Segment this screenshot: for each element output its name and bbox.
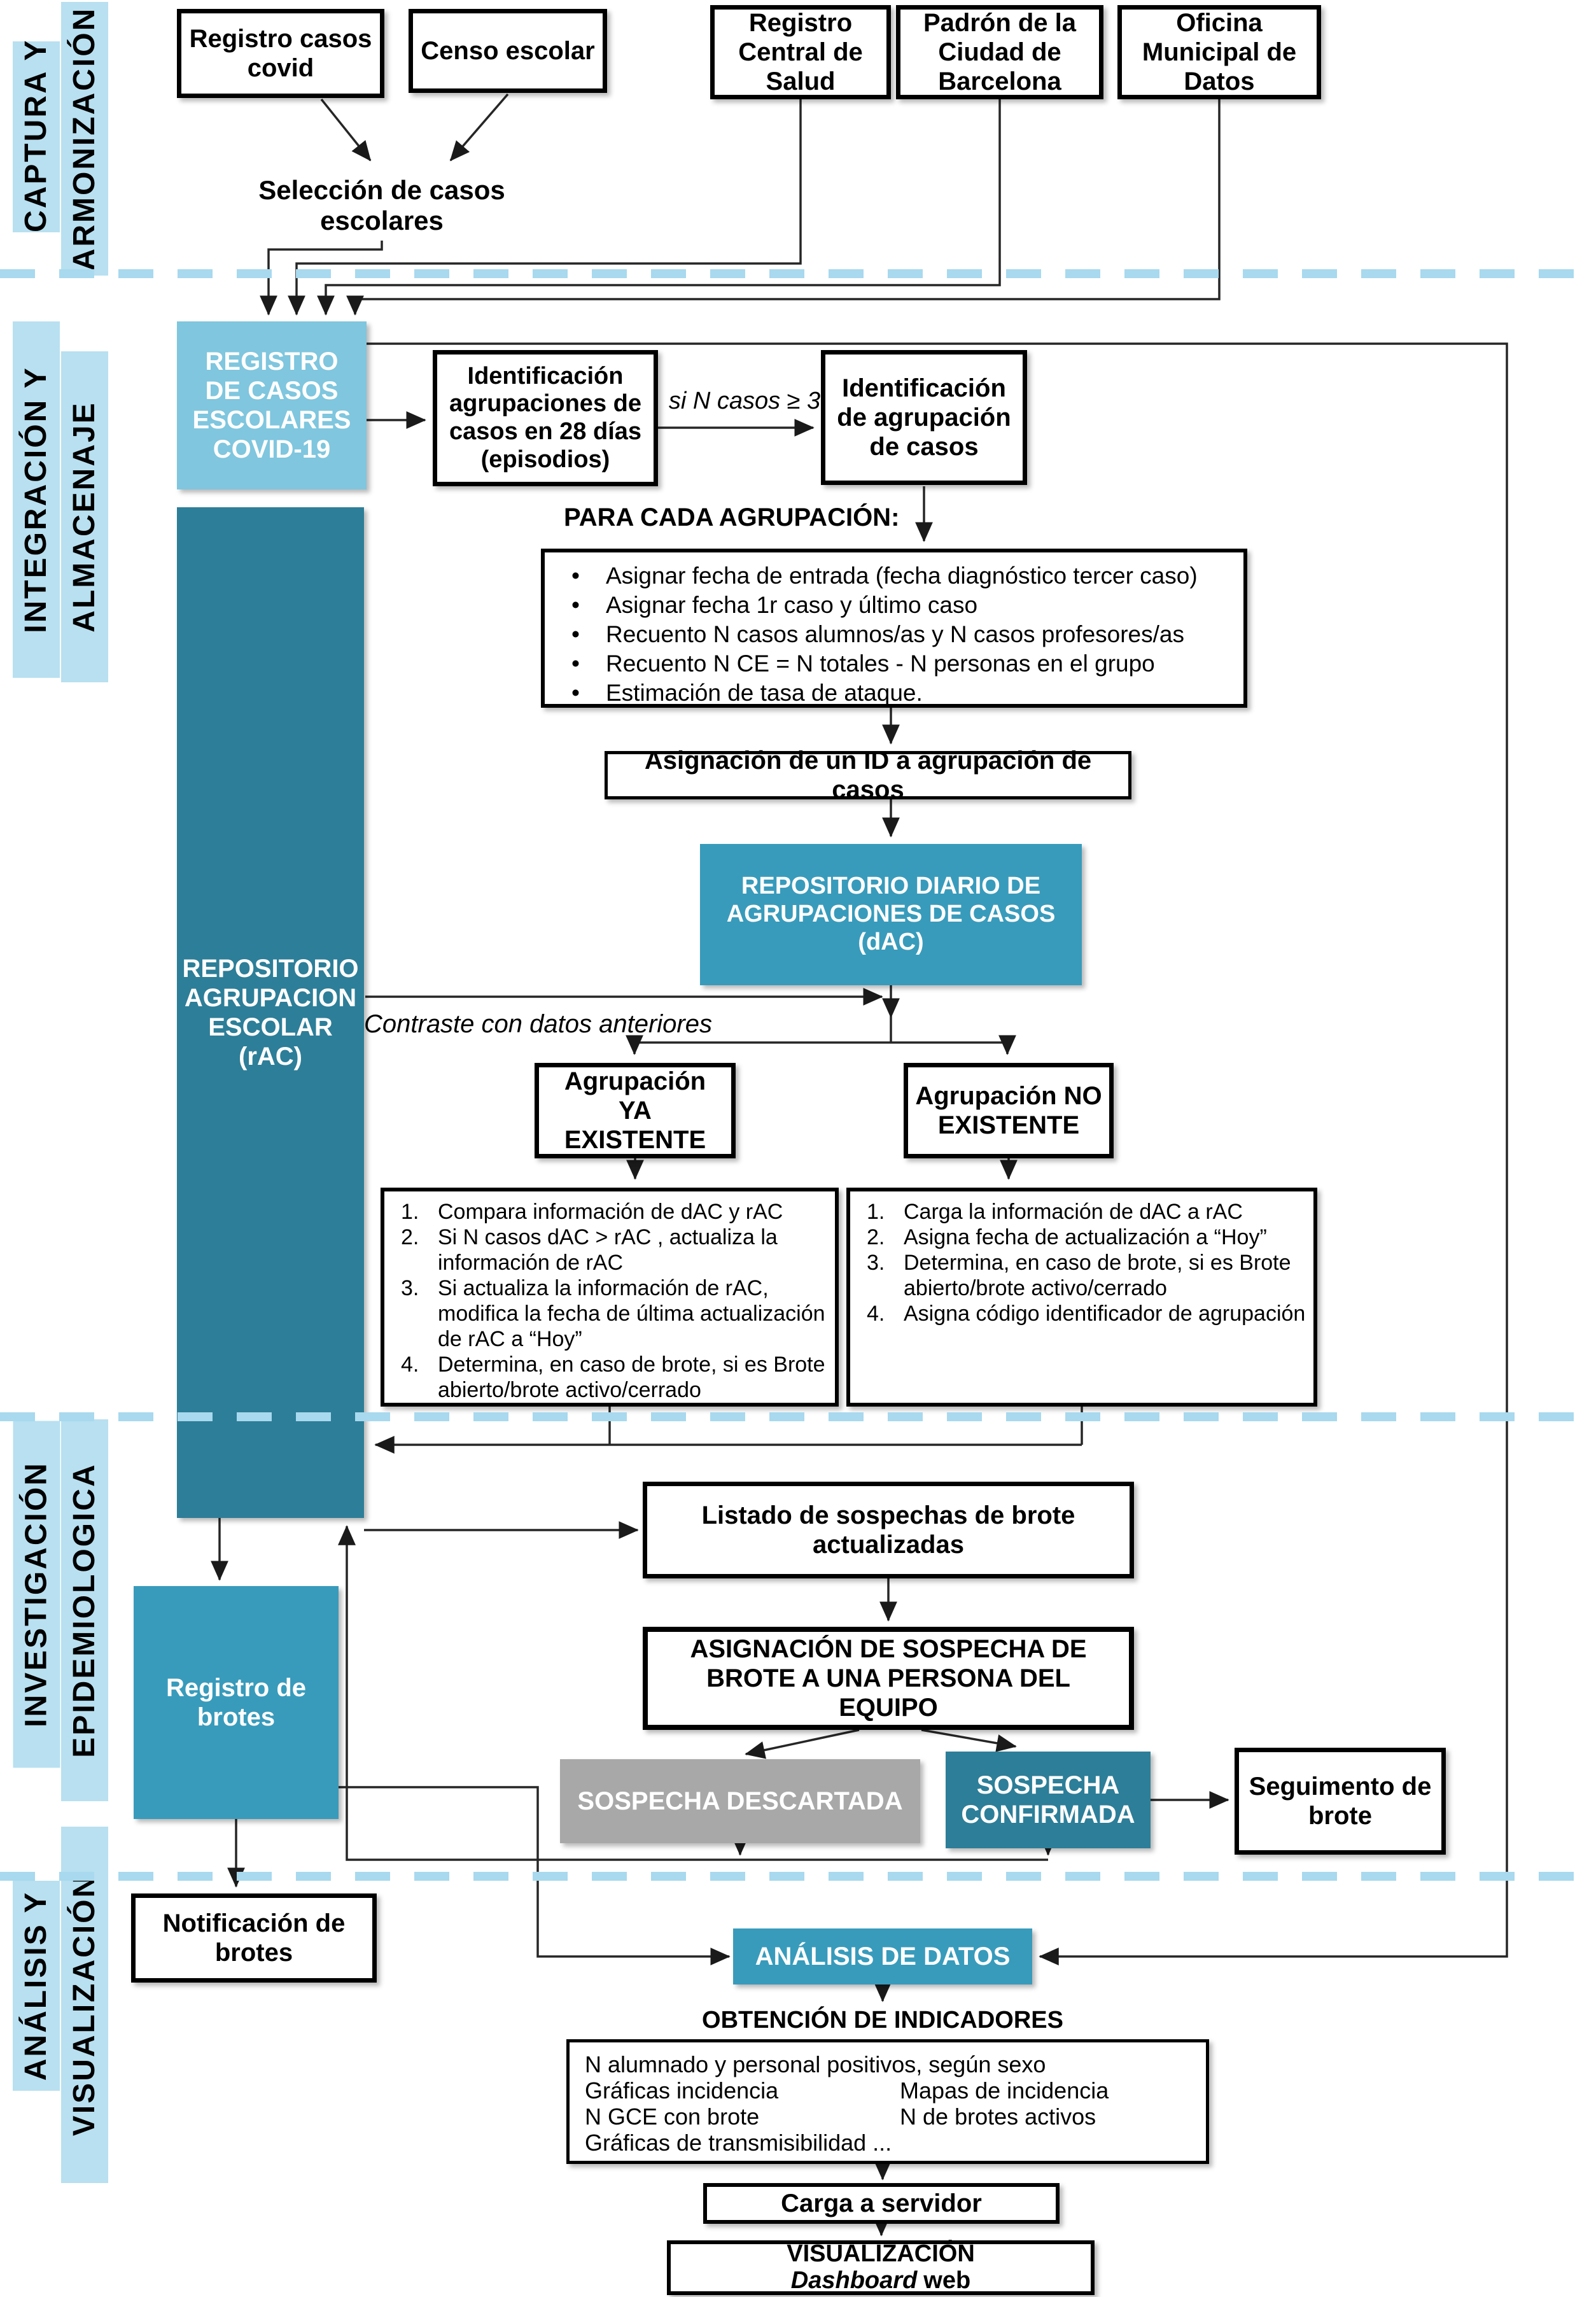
section-label-integracion-line1: INTEGRACIÓN Y — [13, 321, 60, 678]
label-condition-n-casos: si N casos ≥ 3 — [668, 388, 821, 415]
box-registro-casos-escolares: REGISTRO DE CASOS ESCOLARES COVID-19 — [177, 321, 367, 489]
box-agrupacion-tasks: Asignar fecha de entrada (fecha diagnóst… — [541, 549, 1247, 708]
box-registro-brotes: Registro de brotes — [134, 1586, 339, 1819]
indicator-text: Gráficas de transmisibilidad ... — [585, 2130, 892, 2156]
indicator-text: N GCE con brote — [585, 2104, 760, 2130]
connector — [921, 1729, 1017, 1752]
box-agrupacion-ya-existente: Agrupación YA EXISTENTE — [535, 1063, 736, 1158]
box-sospecha-descartada: SOSPECHA DESCARTADA — [560, 1759, 920, 1843]
source-box-registro-central-salud: Registro Central de Salud — [710, 5, 891, 99]
step-item: Determina, en caso de brote, si es Brote… — [867, 1250, 1291, 1300]
visualizacion-title: VISUALIZACIÓN — [787, 2240, 975, 2268]
agrupacion-task-list: Asignar fecha de entrada (fecha diagnóst… — [545, 552, 1243, 717]
box-listado-sospechas: Listado de sospechas de brote actualizad… — [643, 1482, 1134, 1578]
section-label-integracion-line2: ALMACENAJE — [61, 351, 108, 682]
indicator-row: N alumnado y personal positivos, según s… — [585, 2051, 1191, 2077]
step-item: Asigna código identificador de agrupació… — [867, 1301, 1306, 1326]
task-item: Asignar fecha de entrada (fecha diagnóst… — [545, 561, 1233, 591]
indicator-text: Mapas de incidencia — [900, 2077, 1109, 2104]
box-agrupacion-no-existente: Agrupación NO EXISTENTE — [904, 1063, 1114, 1158]
step-item: Carga la información de dAC a rAC — [867, 1199, 1243, 1225]
source-box-registro-casos-covid: Registro casos covid — [177, 9, 384, 98]
label-para-cada-agrupacion: PARA CADA AGRUPACIÓN: — [564, 503, 900, 531]
section-label-investigacion-line1: INVESTIGACIÓN — [13, 1421, 60, 1768]
box-asignacion-id: Asignación de un ID a agrupación de caso… — [605, 747, 1131, 804]
label-contraste-datos-anteriores: Contraste con datos anteriores — [364, 1010, 712, 1038]
task-item: Recuento N CE = N totales - N personas e… — [545, 649, 1233, 678]
label-obtencion-indicadores: OBTENCIÓN DE INDICADORES — [702, 2007, 1063, 2034]
task-item: Asignar fecha 1r caso y último caso — [545, 591, 1233, 620]
connector — [320, 98, 372, 162]
step-item: Compara información de dAC y rAC — [401, 1199, 783, 1225]
connector — [449, 93, 509, 162]
web-word: web — [923, 2267, 971, 2294]
indicator-text: Gráficas incidencia — [585, 2077, 779, 2104]
box-carga-servidor: Carga a servidor — [703, 2183, 1060, 2224]
box-analisis-datos: ANÁLISIS DE DATOS — [733, 1928, 1032, 1984]
connector — [745, 1729, 860, 1759]
box-sospecha-confirmada: SOSPECHA CONFIRMADA — [946, 1752, 1151, 1848]
connector — [260, 241, 383, 316]
box-indicadores: N alumnado y personal positivos, según s… — [566, 2039, 1209, 2164]
step-item: Asigna fecha de actualización a “Hoy” — [867, 1225, 1267, 1250]
step-item: Si actualiza la información de rAC, modi… — [401, 1275, 825, 1351]
source-box-padron-barcelona: Padrón de la Ciudad de Barcelona — [896, 5, 1103, 99]
indicator-text: N de brotes activos — [900, 2104, 1096, 2130]
indicator-row: Gráficas incidencia Mapas de incidencia — [585, 2077, 1191, 2104]
indicator-text: N alumnado y personal positivos, según s… — [585, 2051, 1046, 2077]
indicator-row: N GCE con brote N de brotes activos — [585, 2104, 1191, 2130]
task-item: Recuento N casos alumnos/as y N casos pr… — [545, 620, 1233, 649]
box-seguimiento-brote: Seguimento de brote — [1235, 1748, 1446, 1855]
indicator-row: Gráficas de transmisibilidad ... — [585, 2130, 1191, 2156]
step-item: Determina, en caso de brote, si es Brote… — [401, 1352, 825, 1402]
task-item: Estimación de tasa de ataque. — [545, 678, 1233, 708]
box-asignacion-sospecha: ASIGNACIÓN DE SOSPECHA DE BROTE A UNA PE… — [643, 1627, 1134, 1730]
box-identificacion-agrupaciones-28dias: Identificación agrupaciones de casos en … — [433, 350, 658, 486]
step-item: Si N casos dAC > rAC , actualiza la info… — [401, 1225, 778, 1275]
box-repositorio-diario-dac: REPOSITORIO DIARIO DE AGRUPACIONES DE CA… — [700, 844, 1082, 985]
box-repositorio-agrupacion-rac: REPOSITORIO AGRUPACION ESCOLAR (rAC) — [177, 507, 364, 1518]
box-notificacion-brotes: Notificación de brotes — [131, 1893, 377, 1983]
label-seleccion-casos-escolares: Selección de casos escolares — [258, 174, 505, 235]
indicator-rows: N alumnado y personal positivos, según s… — [570, 2042, 1206, 2165]
section-label-investigacion-line2: EPIDEMIOLOGICA — [61, 1419, 108, 1801]
box-identificacion-agrupacion-casos: Identificación de agrupación de casos — [821, 350, 1027, 485]
source-box-oficina-municipal: Oficina Municipal de Datos — [1117, 5, 1321, 99]
section-label-analisis-line2: VISUALIZACIÓN — [61, 1827, 108, 2183]
section-label-analisis-line1: ANÁLISIS Y — [13, 1881, 60, 2091]
dashboard-word: Dashboard — [790, 2267, 918, 2294]
source-box-censo-escolar: Censo escolar — [409, 9, 607, 93]
section-label-captura-line2: ARMONIZACIÓN — [61, 2, 108, 276]
section-label-captura-line1: CAPTURA Y — [13, 39, 60, 232]
